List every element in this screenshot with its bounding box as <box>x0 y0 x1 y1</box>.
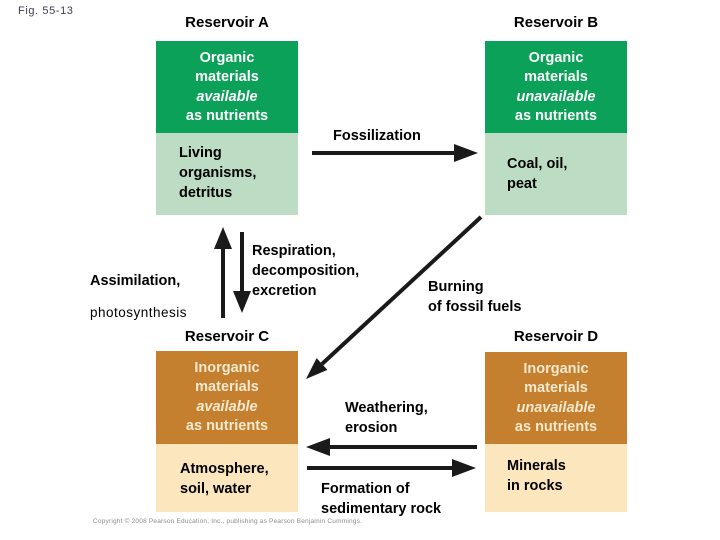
reservoir-c-desc-italic: available <box>196 398 258 415</box>
reservoir-a-desc-top: Organic materials <box>195 50 259 86</box>
reservoir-a-examples: Living organisms, detritus <box>156 133 298 215</box>
reservoir-b-box: Organic materials unavailable as nutrien… <box>485 41 627 215</box>
reservoir-d-description: Inorganic materials unavailable as nutri… <box>485 352 627 444</box>
weathering-erosion-arrow <box>306 438 477 456</box>
reservoir-b-description: Organic materials unavailable as nutrien… <box>485 41 627 133</box>
formation-label: Formation of sedimentary rock <box>321 481 442 517</box>
burning-label: Burning of fossil fuels <box>428 279 522 315</box>
fossilization-arrow <box>312 144 478 162</box>
reservoir-a-title: Reservoir A <box>185 14 269 31</box>
reservoir-c-box: Inorganic materials available as nutrien… <box>156 351 298 512</box>
formation-sedimentary-rock-arrow <box>307 459 476 477</box>
reservoir-c-desc-top: Inorganic materials <box>194 360 260 396</box>
reservoir-a-description: Organic materials available as nutrients <box>156 41 298 133</box>
assimilation-label-line2: photosynthesis <box>90 305 188 320</box>
reservoir-b-title: Reservoir B <box>513 14 599 31</box>
reservoir-d-title: Reservoir D <box>513 328 599 345</box>
weathering-label: Weathering, erosion <box>345 400 428 436</box>
fossilization-label: Fossilization <box>333 128 421 144</box>
assimilation-label-line1: Assimilation, <box>90 273 181 289</box>
reservoir-a-desc-bottom: as nutrients <box>185 107 269 124</box>
respiration-label: Respiration, decomposition, excretion <box>252 243 360 299</box>
figure-label: Fig. 55-13 <box>18 5 74 17</box>
reservoir-c-desc-bottom: as nutrients <box>185 417 269 434</box>
respiration-down-arrow <box>233 232 251 313</box>
reservoir-b-desc-top: Organic materials <box>524 50 588 86</box>
reservoir-d-desc-top: Inorganic materials <box>523 361 589 397</box>
assimilation-up-arrow <box>214 227 232 318</box>
reservoir-c-title: Reservoir C <box>184 328 270 345</box>
reservoir-c-examples: Atmosphere, soil, water <box>156 444 298 512</box>
reservoir-d-box: Inorganic materials unavailable as nutri… <box>485 352 627 512</box>
assimilation-label: Assimilation, photosynthesis <box>90 257 187 337</box>
reservoir-c-description: Inorganic materials available as nutrien… <box>156 351 298 444</box>
reservoir-b-desc-italic: unavailable <box>516 88 596 105</box>
reservoir-d-desc-italic: unavailable <box>516 399 596 416</box>
reservoir-a-box: Organic materials available as nutrients… <box>156 41 298 215</box>
reservoir-b-examples: Coal, oil, peat <box>485 133 627 215</box>
reservoir-d-desc-bottom: as nutrients <box>514 418 598 435</box>
copyright-text: Copyright © 2008 Pearson Education, Inc.… <box>93 518 363 525</box>
reservoir-b-desc-bottom: as nutrients <box>514 107 598 124</box>
reservoir-a-desc-italic: available <box>196 88 258 105</box>
reservoir-d-examples: Minerals in rocks <box>485 444 627 512</box>
